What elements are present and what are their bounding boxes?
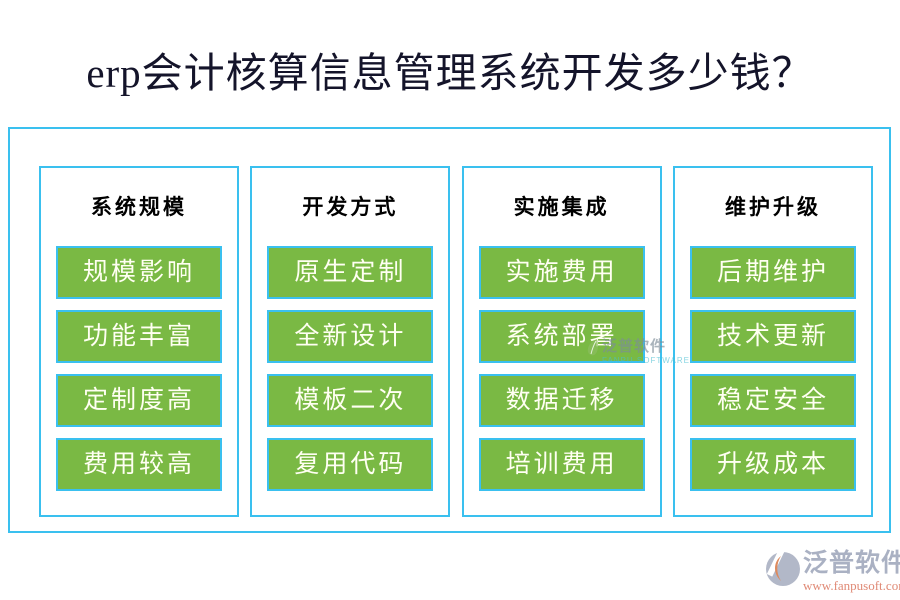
item-button[interactable]: 实施费用 xyxy=(478,246,645,299)
item-button[interactable]: 复用代码 xyxy=(267,438,434,491)
item-button[interactable]: 培训费用 xyxy=(478,438,645,491)
column-header: 开发方式 xyxy=(302,195,399,219)
item-button[interactable]: 规模影响 xyxy=(56,246,222,299)
item-button[interactable]: 功能丰富 xyxy=(56,310,222,363)
column-dev-method: 开发方式 原生定制 全新设计 模板二次 复用代码 xyxy=(250,166,451,517)
item-button[interactable]: 后期维护 xyxy=(689,246,856,299)
column-implementation: 实施集成 实施费用 系统部署 数据迁移 培训费用 xyxy=(461,166,662,517)
fanpu-logo-icon xyxy=(766,543,800,594)
main-panel: 系统规模 规模影响 功能丰富 定制度高 费用较高 开发方式 原生定制 全新设计 … xyxy=(8,127,891,533)
column-maintenance: 维护升级 后期维护 技术更新 稳定安全 升级成本 xyxy=(672,166,873,517)
item-button[interactable]: 全新设计 xyxy=(267,310,434,363)
logo-brand-text: 泛普软件 xyxy=(803,549,900,577)
item-button[interactable]: 数据迁移 xyxy=(478,374,645,427)
item-button[interactable]: 定制度高 xyxy=(56,374,222,427)
item-button[interactable]: 稳定安全 xyxy=(689,374,856,427)
item-button[interactable]: 技术更新 xyxy=(689,310,856,363)
column-header: 系统规模 xyxy=(91,195,187,219)
page-title: erp会计核算信息管理系统开发多少钱？ xyxy=(86,50,814,96)
item-button[interactable]: 系统部署 xyxy=(478,310,645,363)
column-header: 维护升级 xyxy=(724,195,821,219)
logo-url-text: www.fanpusoft.com xyxy=(803,578,900,593)
item-button[interactable]: 费用较高 xyxy=(56,438,222,491)
fanpu-logo: 泛普软件 www.fanpusoft.com xyxy=(766,543,900,594)
item-button[interactable]: 模板二次 xyxy=(267,374,434,427)
item-button[interactable]: 升级成本 xyxy=(689,438,856,491)
item-button[interactable]: 原生定制 xyxy=(267,246,434,299)
column-header: 实施集成 xyxy=(513,195,610,219)
column-system-scale: 系统规模 规模影响 功能丰富 定制度高 费用较高 xyxy=(39,166,239,517)
